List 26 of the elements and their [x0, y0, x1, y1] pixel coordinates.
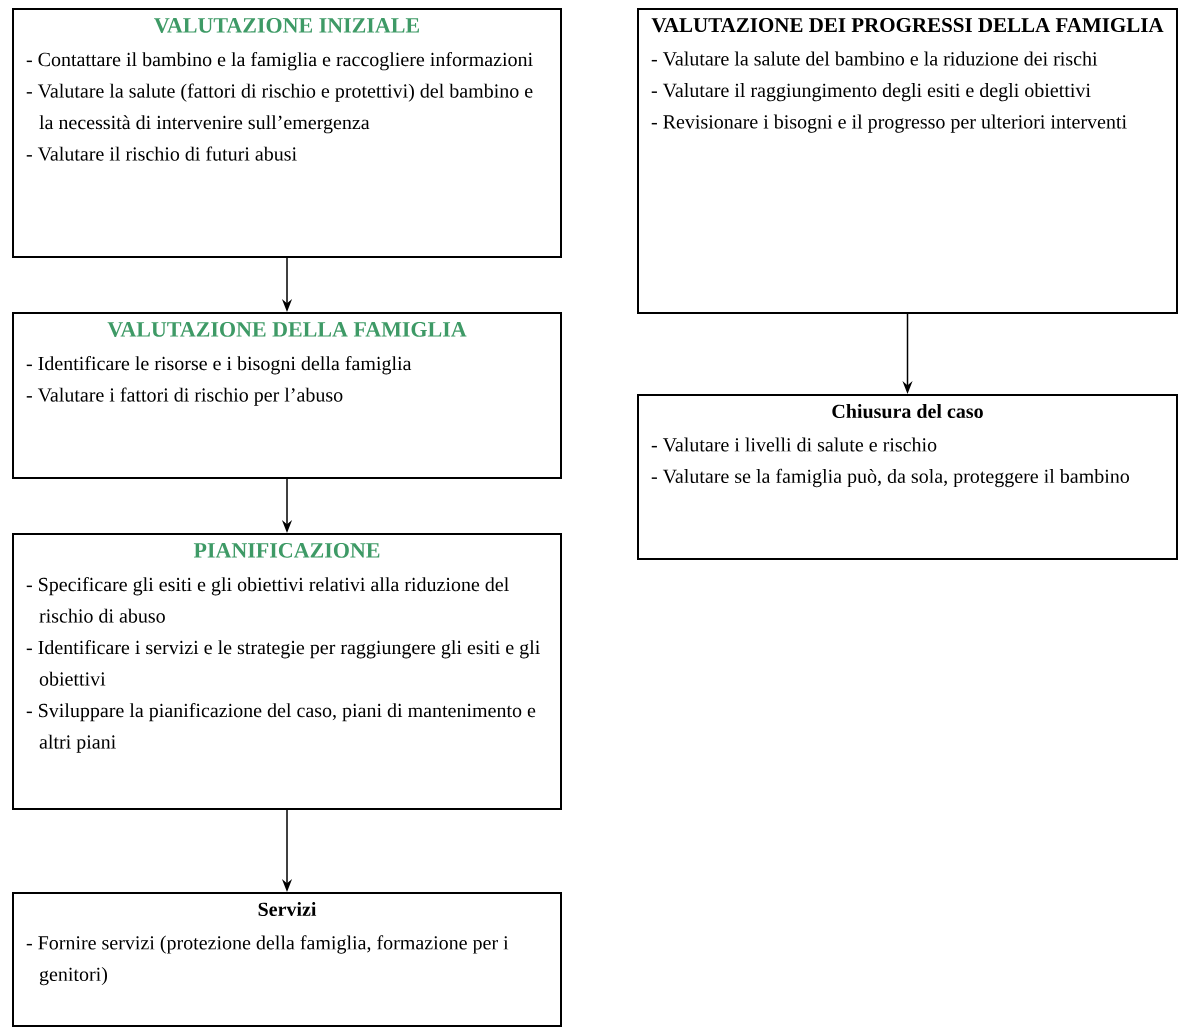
- bullet-item: - Valutare se la famiglia può, da sola, proteggere il bambino: [651, 468, 1130, 488]
- process-box: [637, 8, 1178, 314]
- process-box: [637, 394, 1178, 560]
- box-heading: Servizi: [258, 902, 317, 917]
- bullet-item: - Fornire servizi (protezione della famiglia, formazione per i genitori): [26, 935, 509, 986]
- bullet-item: - Valutare i fattori di rischio per l’abuso: [26, 387, 343, 406]
- bullet-item: - Identificare le risorse e i bisogni della famiglia: [26, 356, 412, 375]
- bullet-item: - Specificare gli esiti e gli obiettivi relativi alla riduzione del rischio di abuso: [26, 577, 509, 623]
- bullet-item: - Valutare il rischio di futuri abusi: [26, 146, 297, 161]
- box-heading: Chiusura del caso: [832, 404, 983, 419]
- bullet-item: - Contattare il bambino e la famiglia e raccogliere informazioni: [26, 52, 533, 71]
- box-heading: VALUTAZIONE INIZIALE: [154, 18, 419, 33]
- bullet-item: - Identificare i servizi e le strategie per raggiungere gli esiti e gli obiettivi: [26, 640, 540, 686]
- bullet-item: - Valutare la salute (fattori di rischio e protettivi) del bambino e la necessità di intervenire sull’emergenza: [26, 83, 533, 134]
- process-box: [12, 892, 562, 1027]
- process-box: [12, 533, 562, 810]
- process-box: [12, 312, 562, 479]
- box-heading: PIANIFICAZIONE: [193, 543, 380, 558]
- bullet-item: - Valutare i livelli di salute e rischio: [651, 437, 937, 452]
- process-box: [12, 8, 562, 258]
- bullet-item: - Sviluppare la pianificazione del caso, piani di mantenimento e altri piani: [26, 703, 536, 753]
- box-heading: VALUTAZIONE DEI PROGRESSI DELLA FAMIGLIA: [651, 18, 1164, 33]
- box-heading: VALUTAZIONE DELLA FAMIGLIA: [107, 322, 467, 337]
- bullet-item: - Revisionare i bisogni e il progresso per ulteriori interventi: [651, 114, 1127, 133]
- bullet-item: - Valutare la salute del bambino e la riduzione dei rischi: [651, 51, 1098, 66]
- bullet-item: - Valutare il raggiungimento degli esiti e degli obiettivi: [651, 83, 1091, 102]
